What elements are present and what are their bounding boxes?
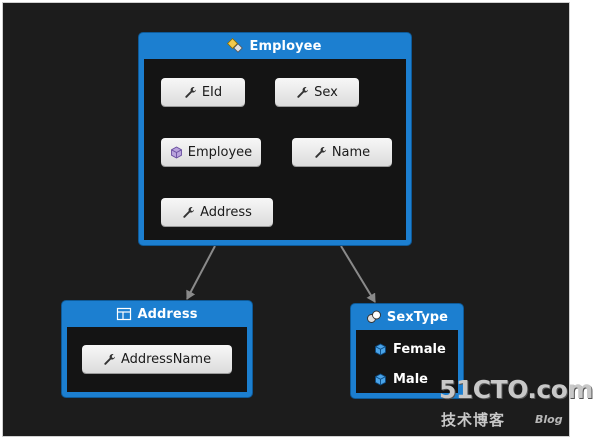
entity-address[interactable]: Address AddressName	[62, 301, 252, 397]
enum-member-male[interactable]: Male	[374, 369, 428, 389]
enum-member-female[interactable]: Female	[374, 339, 446, 359]
cube-icon	[374, 342, 387, 356]
connector-employee-address	[186, 245, 216, 300]
wrench-icon	[184, 86, 197, 99]
property-sex[interactable]: Sex	[275, 78, 359, 106]
enum-member-label: Female	[393, 341, 446, 357]
entity-sextype[interactable]: SexType Female Male	[351, 304, 463, 398]
navigation-property-icon	[170, 145, 183, 159]
connectors	[186, 245, 376, 303]
entity-type-icon	[227, 37, 244, 54]
entity-sextype-header[interactable]: SexType	[351, 304, 463, 330]
property-address[interactable]: Address	[161, 198, 273, 226]
entity-employee-header[interactable]: Employee	[139, 33, 411, 59]
entity-employee-title: Employee	[249, 38, 322, 54]
property-label: Name	[331, 144, 371, 160]
entity-employee[interactable]: Employee EId Sex Employee	[139, 33, 411, 245]
cube-icon	[374, 372, 387, 386]
entity-address-title: Address	[137, 306, 198, 322]
entity-employee-body: EId Sex Employee Name	[144, 59, 406, 240]
watermark-blog: Blog	[535, 413, 563, 426]
entity-address-body: AddressName	[67, 327, 247, 392]
wrench-icon	[182, 206, 195, 219]
wrench-icon	[103, 353, 116, 366]
entity-sextype-body: Female Male	[356, 330, 458, 393]
watermark: 51CTO.com 技术博客 Blog	[439, 375, 593, 431]
enum-type-icon	[366, 309, 382, 325]
enum-member-label: Male	[393, 371, 428, 387]
property-name[interactable]: Name	[292, 138, 392, 166]
property-eid[interactable]: EId	[161, 78, 245, 106]
wrench-icon	[296, 86, 309, 99]
watermark-main: 51CTO.com	[439, 375, 593, 404]
watermark-cn: 技术博客	[441, 411, 506, 429]
property-label: Employee	[187, 144, 253, 160]
property-label: AddressName	[120, 351, 212, 367]
connector-employee-sextype	[340, 245, 376, 303]
complex-type-icon	[116, 306, 132, 322]
property-label: EId	[201, 84, 223, 100]
entity-address-header[interactable]: Address	[62, 301, 252, 327]
property-label: Sex	[314, 84, 338, 100]
wrench-icon	[314, 146, 327, 159]
property-addressname[interactable]: AddressName	[82, 345, 232, 373]
property-employee-navigation[interactable]: Employee	[161, 138, 261, 166]
entity-sextype-title: SexType	[386, 309, 449, 325]
property-label: Address	[200, 204, 252, 220]
